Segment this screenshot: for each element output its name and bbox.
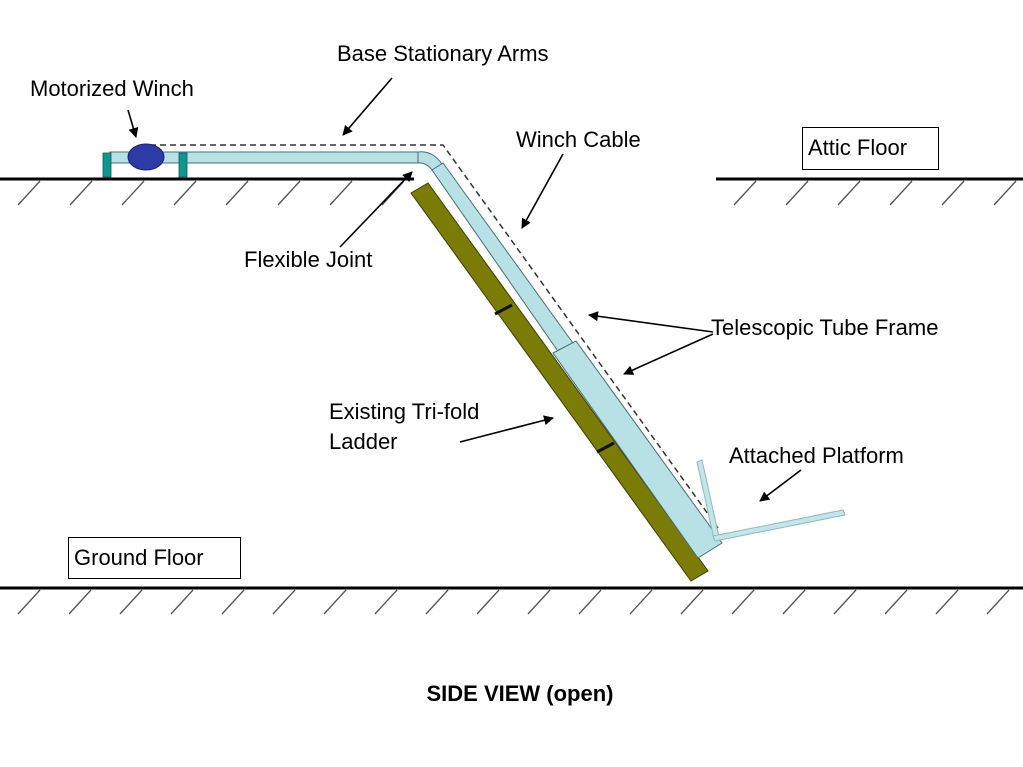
- winch-bracket-left: [102, 152, 112, 178]
- attic-floor-right: [716, 177, 1023, 206]
- floor-hatch-mark: [121, 180, 145, 206]
- label-existing-ladder-line2: Ladder: [329, 429, 398, 454]
- floor-hatch-mark: [68, 589, 92, 615]
- winch-drum: [127, 143, 165, 171]
- existing-tri-fold-ladder: [410, 182, 709, 582]
- telescopic-tube-frame: [109, 151, 723, 559]
- floor-hatch-mark: [119, 589, 143, 615]
- arrow-existing-ladder: [459, 415, 554, 443]
- floor-hatch-mark: [225, 180, 249, 206]
- floor-hatch-mark: [170, 589, 194, 615]
- attic-floor-left: [0, 177, 414, 206]
- floor-hatch-mark: [476, 589, 500, 615]
- floor-hatch-mark: [69, 180, 93, 206]
- floor-hatch-mark: [731, 589, 755, 615]
- arrow-telescopic-lower: [623, 333, 714, 375]
- floor-hatch-mark: [272, 589, 296, 615]
- floor-hatch-mark: [374, 589, 398, 615]
- floor-hatch-mark: [629, 589, 653, 615]
- floor-hatch-mark: [425, 589, 449, 615]
- floor-hatch-mark: [527, 589, 551, 615]
- floor-hatch-mark: [986, 589, 1010, 615]
- label-telescopic-tube-frame: Telescopic Tube Frame: [711, 315, 938, 340]
- floor-hatch-mark: [837, 180, 861, 206]
- winch-cable: [150, 144, 719, 529]
- floor-hatch-mark: [17, 180, 41, 206]
- label-base-stationary-arms: Base Stationary Arms: [337, 41, 549, 66]
- caption-side-view: SIDE VIEW (open): [427, 681, 614, 706]
- floor-hatch-mark: [785, 180, 809, 206]
- label-existing-ladder-line1: Existing Tri-fold: [329, 399, 479, 424]
- label-flexible-joint: Flexible Joint: [244, 247, 372, 272]
- arrow-flexible-joint: [339, 171, 413, 248]
- floor-hatch-mark: [578, 589, 602, 615]
- floor-hatch-mark: [993, 180, 1017, 206]
- arrow-attached-platform: [759, 469, 802, 502]
- floor-hatch-mark: [323, 589, 347, 615]
- label-attached-platform: Attached Platform: [729, 443, 904, 468]
- floor-hatch-mark: [782, 589, 806, 615]
- ladder-fold-mark: [494, 303, 513, 316]
- winch-bracket-right: [178, 152, 188, 178]
- label-attic-floor: Attic Floor: [802, 127, 939, 170]
- floor-hatch-mark: [833, 589, 857, 615]
- floor-hatch-mark: [173, 180, 197, 206]
- ground-floor-line: [0, 586, 1023, 615]
- label-motorized-winch: Motorized Winch: [30, 76, 194, 101]
- floor-hatch-mark: [277, 180, 301, 206]
- floor-hatch-mark: [17, 589, 41, 615]
- arrow-motorized-winch: [127, 109, 139, 138]
- motorized-winch: [102, 143, 188, 178]
- floor-hatch-mark: [221, 589, 245, 615]
- floor-hatch-mark: [733, 180, 757, 206]
- label-ground-floor: Ground Floor: [68, 537, 241, 579]
- ladder-fold-mark: [596, 441, 615, 454]
- arrow-telescopic-upper: [588, 311, 714, 333]
- arrow-winch-cable: [521, 153, 564, 229]
- arrow-base-stationary-arms: [342, 77, 393, 136]
- floor-hatch-mark: [884, 589, 908, 615]
- label-winch-cable: Winch Cable: [516, 127, 641, 152]
- floor-hatch-mark: [941, 180, 965, 206]
- attached-platform: [696, 459, 846, 542]
- floor-hatch-mark: [935, 589, 959, 615]
- floor-hatch-mark: [889, 180, 913, 206]
- floor-hatch-mark: [329, 180, 353, 206]
- floor-hatch-mark: [680, 589, 704, 615]
